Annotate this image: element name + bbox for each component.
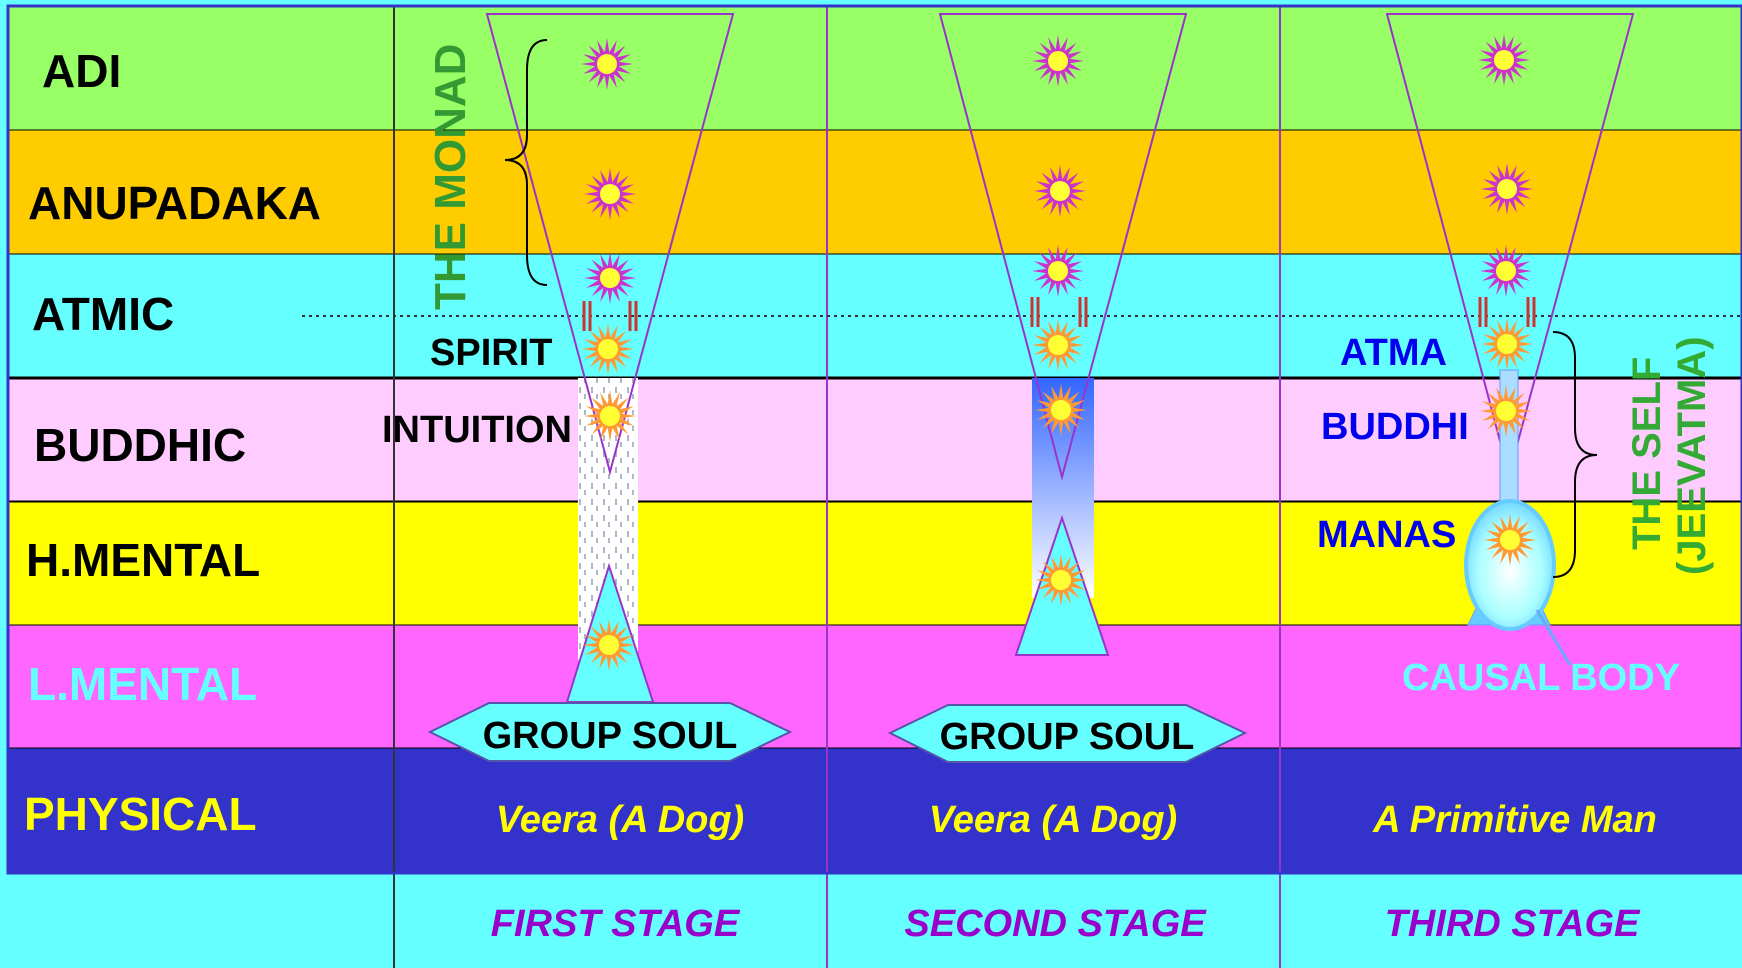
stage-3-monad-star-2 (1481, 163, 1533, 215)
stage-2-monad-star-2 (1034, 165, 1086, 217)
stage-2-being: Veera (A Dog) (929, 799, 1177, 841)
spirit-label: SPIRIT (430, 332, 552, 374)
stage-1-group-soul-label: GROUP SOUL (483, 715, 738, 757)
stage-2-spirit-star-5 (1035, 384, 1087, 436)
buddhi-label: BUDDHI (1321, 406, 1469, 448)
plane-label-buddhic: BUDDHIC (34, 419, 246, 471)
stage-1-monad-star-2 (584, 168, 636, 220)
stage-1-being: Veera (A Dog) (496, 799, 744, 841)
plane-band-adi (8, 6, 1742, 130)
stage-1-monad-star-1 (581, 38, 633, 90)
stage-3-label: THIRD STAGE (1385, 903, 1641, 945)
stage-1-label: FIRST STAGE (491, 903, 741, 945)
causal-body-label: CAUSAL BODY (1402, 657, 1680, 699)
self-label-line-1: THE SELF (1625, 357, 1669, 550)
stage-1-spirit-star-6 (583, 619, 635, 671)
stage-3-monad-star-1 (1478, 34, 1530, 86)
manas-label: MANAS (1317, 514, 1456, 556)
stage-2-monad-star-3 (1032, 245, 1084, 297)
plane-label-physical: PHYSICAL (24, 788, 257, 840)
stage-2-monad-star-1 (1032, 35, 1084, 87)
plane-label-atmic: ATMIC (32, 288, 174, 340)
stage-2-label: SECOND STAGE (904, 903, 1207, 945)
stage-1-spirit-star-4 (582, 323, 634, 375)
plane-band-atmic (8, 254, 1742, 378)
monad-label: THE MONAD (426, 44, 475, 310)
stage-2-group-soul-label: GROUP SOUL (940, 716, 1195, 758)
plane-label-lmental: L.MENTAL (28, 658, 257, 710)
intuition-label: INTUITION (382, 409, 572, 451)
plane-bands: ADI ANUPADAKA ATMIC BUDDHIC H.MENTAL L.MENTAL… (8, 6, 1742, 873)
stage-3-spirit-star-5 (1480, 385, 1532, 437)
stage-3-monad-star-3 (1480, 245, 1532, 297)
stage-2-spirit-star-4 (1032, 319, 1084, 371)
stage-2-spirit-star-6 (1035, 554, 1087, 606)
self-label-line-2: (JEEVATMA) (1670, 336, 1714, 575)
stage-1-spirit-star-5 (584, 390, 636, 442)
stage-3-spirit-star-6 (1484, 514, 1536, 566)
atma-label: ATMA (1340, 332, 1447, 374)
plane-label-adi: ADI (42, 45, 121, 97)
plane-label-hmental: H.MENTAL (26, 534, 260, 586)
plane-band-buddhic (8, 378, 1742, 502)
stage-3-spirit-star-4 (1481, 318, 1533, 370)
plane-label-anupadaka: ANUPADAKA (28, 177, 321, 229)
stage-3-being: A Primitive Man (1372, 799, 1657, 841)
stage-1-monad-star-3 (584, 252, 636, 304)
